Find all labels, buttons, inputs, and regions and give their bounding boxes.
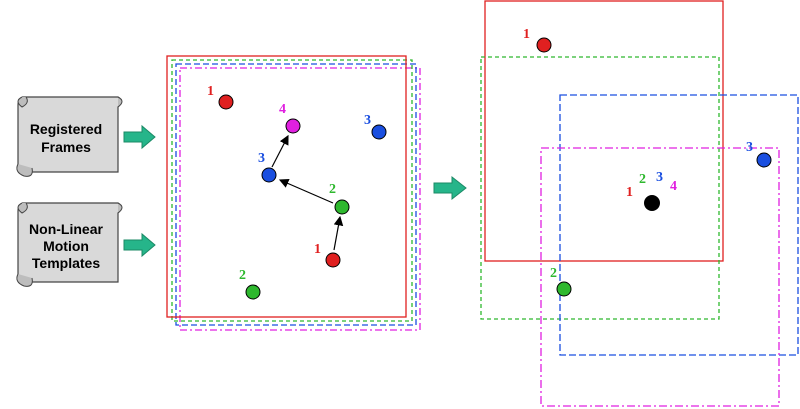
point-green-2-mid xyxy=(334,199,350,215)
point-blue-3-right xyxy=(756,152,772,168)
scroll-label-registered: Registered xyxy=(30,121,102,137)
point-blue-3-top xyxy=(371,124,387,140)
cluster-label-2: 2 xyxy=(639,172,646,187)
input-arrow-2 xyxy=(123,232,156,258)
scroll-label-frames: Frames xyxy=(41,139,91,155)
point-green-2-low xyxy=(245,284,261,300)
frame-red xyxy=(484,0,724,262)
label-green-2-mid: 2 xyxy=(329,182,336,197)
cluster-label-3: 3 xyxy=(656,170,663,185)
label-blue-3-top: 3 xyxy=(364,113,371,128)
frame-magenta xyxy=(540,147,780,407)
label-green-2-low: 2 xyxy=(239,268,246,283)
frame-green xyxy=(480,56,720,320)
cluster-label-4: 4 xyxy=(670,179,677,194)
motion-arrow-1-2 xyxy=(333,215,344,251)
point-red-1 xyxy=(218,94,234,110)
stacked-frames xyxy=(166,55,421,331)
point-red-1-right xyxy=(536,37,552,53)
scroll-label-templates: Templates xyxy=(32,255,100,271)
scroll-motion-templates: Non-Linear Motion Templates xyxy=(16,202,123,287)
input-arrow-1 xyxy=(123,124,156,150)
point-blue-3-mid xyxy=(261,167,277,183)
label-blue-3-right: 3 xyxy=(746,140,753,155)
scroll-registered-frames: Registered Frames xyxy=(16,96,123,177)
motion-arrow-2-3 xyxy=(278,178,334,204)
transition-arrow xyxy=(433,175,467,201)
label-blue-3-mid: 3 xyxy=(258,151,265,166)
point-aligned-black xyxy=(644,195,660,211)
point-red-1-low xyxy=(325,252,341,268)
scroll-label-nonlinear: Non-Linear xyxy=(29,221,103,237)
point-green-2-right xyxy=(556,281,572,297)
motion-arrow-3-4 xyxy=(271,134,289,168)
label-red-1-right: 1 xyxy=(523,27,530,42)
label-red-1-low: 1 xyxy=(314,242,321,257)
frame-blue xyxy=(559,94,799,356)
label-red-1: 1 xyxy=(207,84,214,99)
label-magenta-4: 4 xyxy=(279,102,286,117)
cluster-label-1: 1 xyxy=(626,185,633,200)
label-green-2-right: 2 xyxy=(550,266,557,281)
point-magenta-4 xyxy=(285,118,301,134)
scroll-label-motion: Motion xyxy=(43,238,89,254)
